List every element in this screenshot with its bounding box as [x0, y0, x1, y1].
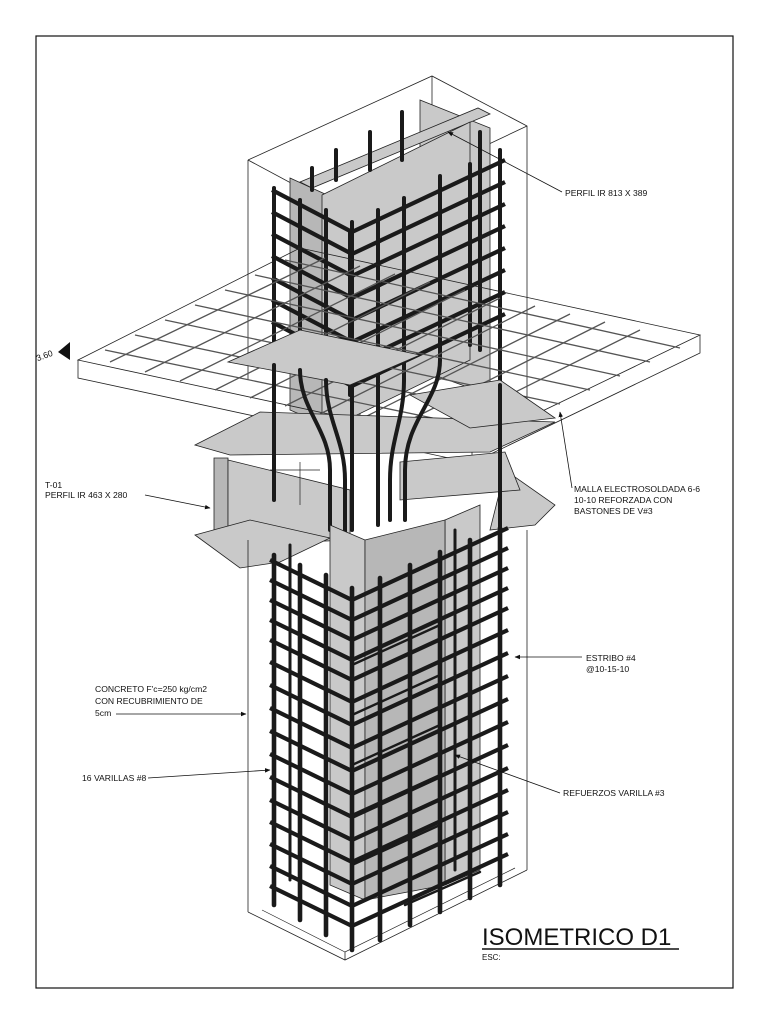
annotation-varillas: 16 VARILLAS #8 [82, 768, 271, 783]
annotation-concreto: CONCRETO F'c=250 kg/cm2 CON RECUBRIMIENT… [95, 684, 247, 718]
lower-stirrups [269, 526, 509, 929]
label-concreto-1: CONCRETO F'c=250 kg/cm2 [95, 684, 207, 694]
label-malla-2: 10-10 REFORZADA CON [574, 495, 672, 505]
label-t01: T-01 [45, 480, 62, 490]
label-perfil-top: PERFIL IR 813 X 389 [565, 188, 648, 198]
label-estribo-2: @10-15-10 [586, 664, 629, 674]
level-mark: 3.60 [35, 342, 70, 363]
annotation-estribo: ESTRIBO #4 @10-15-10 [514, 653, 636, 674]
drawing-title: ISOMETRICO D1 [482, 924, 671, 951]
annotation-perfil-top: PERFIL IR 813 X 389 [447, 131, 648, 198]
sheet-border [35, 35, 734, 989]
label-estribo-1: ESTRIBO #4 [586, 653, 636, 663]
label-perfil-beam: PERFIL IR 463 X 280 [45, 490, 128, 500]
steel-beam-ir-463 [193, 329, 557, 569]
reinforcement-ties-no3 [350, 623, 482, 907]
level-mark-text: 3.60 [35, 348, 54, 363]
cranked-bars-at-joint [272, 358, 502, 542]
lower-column-encasement [247, 530, 528, 961]
label-malla-1: MALLA ELECTROSOLDADA 6-6 [574, 484, 700, 494]
annotation-malla: MALLA ELECTROSOLDADA 6-6 10-10 REFORZADA… [558, 411, 700, 516]
label-refuerzos: REFUERZOS VARILLA #3 [563, 788, 665, 798]
scale-label: ESC: [482, 953, 501, 962]
title-block: ISOMETRICO D1 ESC: [482, 924, 679, 962]
label-malla-3: BASTONES DE V#3 [574, 506, 653, 516]
label-concreto-3: 5cm [95, 708, 111, 718]
annotation-beam-profile: T-01 PERFIL IR 463 X 280 [45, 480, 211, 510]
label-concreto-2: CON RECUBRIMIENTO DE [95, 696, 203, 706]
label-varillas: 16 VARILLAS #8 [82, 773, 147, 783]
annotation-refuerzos: REFUERZOS VARILLA #3 [454, 754, 665, 798]
